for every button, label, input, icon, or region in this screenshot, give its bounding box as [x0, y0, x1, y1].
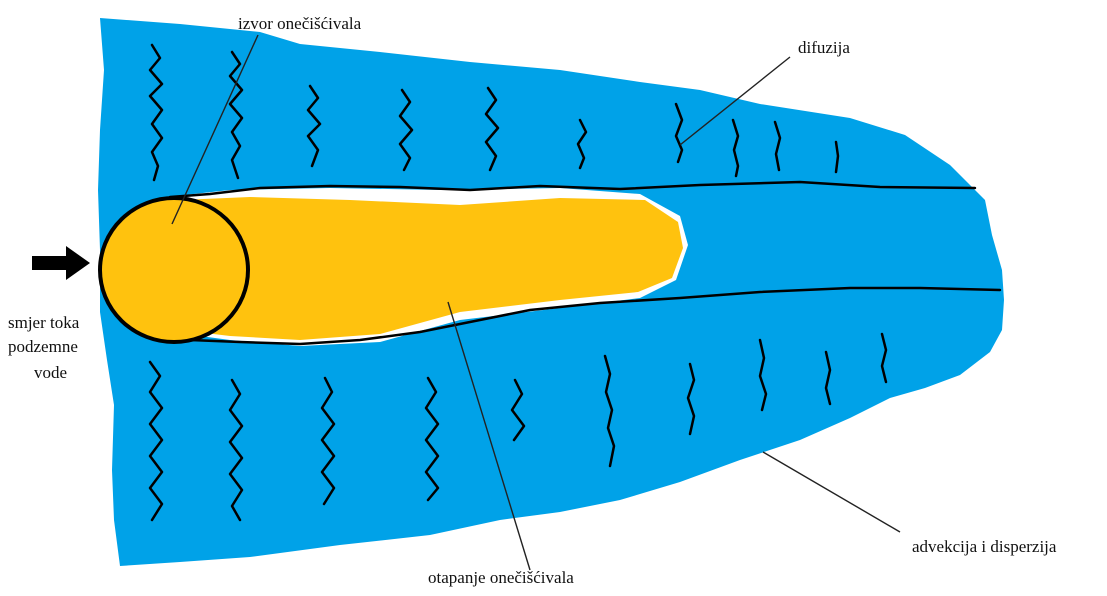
label-flow-direction-line1: smjer toka — [8, 313, 80, 332]
leader-line-advection — [763, 452, 900, 532]
label-advection-dispersion: advekcija i disperzija — [912, 537, 1057, 556]
label-contaminant-source: izvor onečišćivala — [238, 14, 362, 33]
label-diffusion: difuzija — [798, 38, 850, 57]
label-flow-direction-line3: vode — [34, 363, 67, 382]
label-flow-direction-line2: podzemne — [8, 337, 78, 356]
label-dissolution: otapanje onečišćivala — [428, 568, 574, 587]
right-arrow-icon — [32, 246, 90, 280]
